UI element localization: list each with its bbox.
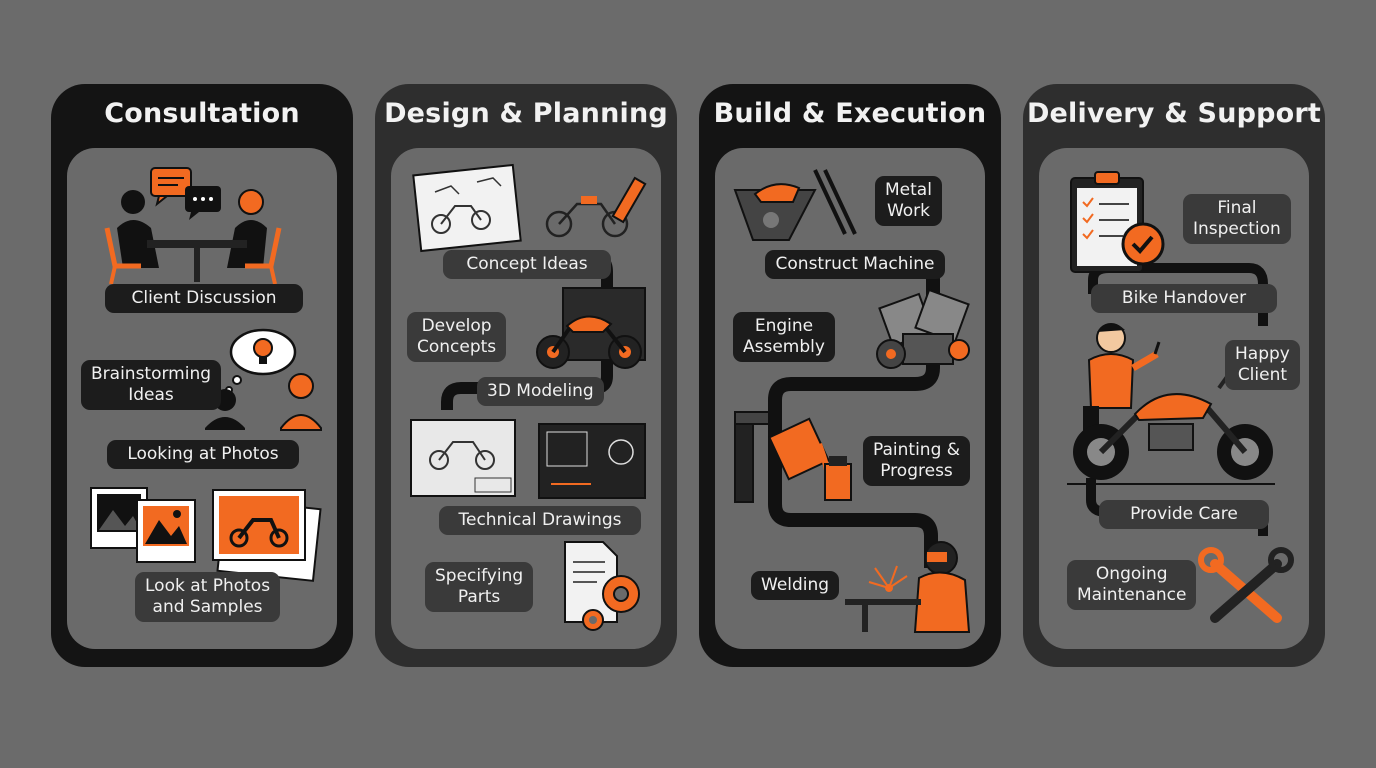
column-title: Design & Planning bbox=[384, 98, 668, 129]
label-concept-ideas: Concept Ideas bbox=[443, 250, 611, 279]
chat-bubbles-icon bbox=[150, 167, 221, 220]
label-welding: Welding bbox=[751, 571, 840, 600]
label-develop-concepts: Develop Concepts bbox=[407, 312, 507, 362]
label-technical-drawings: Technical Drawings bbox=[439, 506, 641, 535]
label-client-discussion: Client Discussion bbox=[105, 284, 303, 313]
label-ongoing-maintenance: Ongoing Maintenance bbox=[1067, 560, 1197, 610]
blueprint-icon bbox=[410, 419, 646, 499]
welder-icon bbox=[845, 541, 971, 633]
label-final-inspection: Final Inspection bbox=[1183, 194, 1291, 244]
lightbulb-icon bbox=[225, 328, 297, 394]
motorcycle-icon bbox=[536, 287, 646, 369]
column-consultation: Consultation bbox=[51, 84, 353, 667]
label-provide-care: Provide Care bbox=[1099, 500, 1269, 529]
paint-can-icon bbox=[734, 411, 852, 503]
thinking-people-icon bbox=[205, 373, 322, 431]
label-metal-work: Metal Work bbox=[875, 176, 942, 226]
label-looking-at-photos: Looking at Photos bbox=[107, 440, 299, 469]
label-construct-machine: Construct Machine bbox=[765, 250, 945, 279]
column-design-planning: Design & Planning bbox=[375, 84, 677, 667]
motorcycle-icon bbox=[1067, 372, 1275, 485]
checkmark-icon bbox=[1121, 222, 1165, 266]
label-engine-assembly: Engine Assembly bbox=[733, 312, 835, 362]
column-delivery-support: Delivery & Support bbox=[1023, 84, 1325, 667]
sketch-sheet-icon bbox=[412, 163, 522, 253]
column-body: Client Discussion Brainstorming Ideas Lo… bbox=[67, 148, 337, 649]
happy-client-icon bbox=[1083, 323, 1161, 446]
bike-frame-icon bbox=[733, 169, 857, 241]
wrench-icon bbox=[1198, 547, 1294, 623]
label-bike-handover: Bike Handover bbox=[1091, 284, 1277, 313]
engine-icon bbox=[876, 288, 970, 369]
label-specifying-parts: Specifying Parts bbox=[425, 562, 534, 612]
label-brainstorming-ideas: Brainstorming Ideas bbox=[81, 360, 222, 410]
column-body: Final Inspection Bike Handover Happy Cli… bbox=[1039, 148, 1309, 649]
column-title: Build & Execution bbox=[713, 98, 987, 129]
label-painting-progress: Painting & Progress bbox=[863, 436, 971, 486]
label-happy-client: Happy Client bbox=[1225, 340, 1300, 390]
column-body: Concept Ideas Develop Concepts 3D Modeli… bbox=[391, 148, 661, 649]
pencil-icon bbox=[545, 176, 647, 238]
label-3d-modeling: 3D Modeling bbox=[477, 377, 604, 406]
column-title: Consultation bbox=[104, 98, 300, 129]
column-title: Delivery & Support bbox=[1026, 98, 1322, 129]
meeting-people-icon bbox=[104, 189, 282, 285]
label-photos-and-samples: Look at Photos and Samples bbox=[135, 572, 281, 622]
column-body: Metal Work Construct Machine Engine Asse… bbox=[715, 148, 985, 649]
column-build-execution: Build & Execution bbox=[699, 84, 1001, 667]
document-gear-icon bbox=[564, 541, 640, 631]
photo-frames-icon bbox=[90, 487, 322, 582]
